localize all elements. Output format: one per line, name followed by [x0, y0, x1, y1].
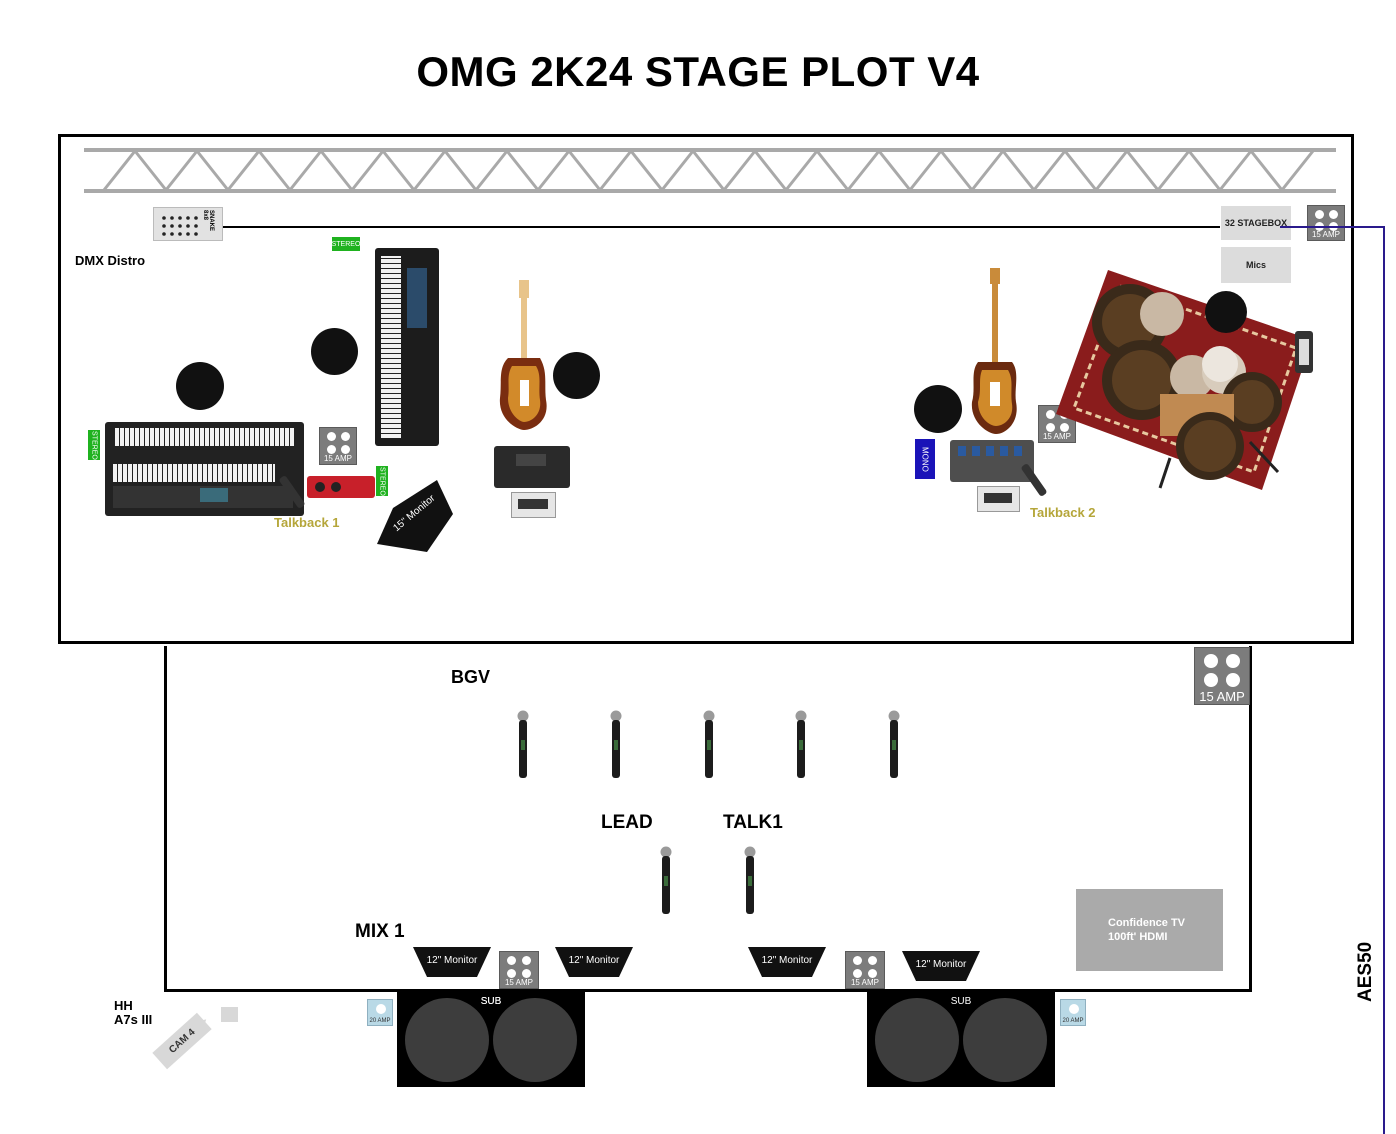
camera-model-label: HH A7s III: [114, 998, 153, 1027]
stagebox: 32 STAGEBOX: [1221, 206, 1291, 240]
drum-throne-icon: [1295, 331, 1313, 373]
aes50-line: [1280, 226, 1385, 1134]
synth-vertical: [375, 248, 439, 446]
confidence-tv: Confidence TV 100ft' HDMI: [1076, 889, 1223, 971]
mics-box: Mics: [1221, 247, 1291, 283]
snake-jacks-icon: [162, 216, 198, 236]
drum-monitor-circle: [1205, 291, 1247, 333]
outlet-15amp-front-right: 15 AMP: [845, 951, 885, 989]
wedge-monitor-3: 12" Monitor: [748, 947, 826, 977]
synth-monitor-circle: [311, 328, 358, 375]
wedge-monitor-4: 12" Monitor: [902, 951, 980, 981]
bass-monitor-circle: [914, 385, 962, 433]
outlet-20amp-left: 20 AMP: [367, 999, 393, 1026]
dmx-distro-label: DMX Distro: [75, 253, 146, 268]
outlet-15amp-thrust: 15 AMP: [1194, 647, 1250, 705]
bass-amp-head: [950, 440, 1034, 482]
bgv-mic-3: [703, 710, 715, 780]
guitar-di-box: [511, 492, 556, 518]
camera-tripod-icon: [221, 1007, 238, 1022]
guitar-monitor-circle: [553, 352, 600, 399]
sub-left: SUB SUB: [397, 992, 585, 1087]
monitor-15-wedge: 15" Monitor: [375, 478, 455, 552]
snake-cable: [222, 226, 1220, 228]
tv-title: Confidence TV: [1108, 917, 1186, 929]
tv-cable: 100ft' HDMI: [1108, 931, 1168, 943]
talkback1-label: Talkback 1: [274, 515, 340, 530]
mono-tag-bass: MONO: [915, 439, 935, 479]
stage-deck: [58, 134, 1354, 644]
snake-label: SNAKE 8x8: [202, 210, 214, 232]
talkback2-label: Talkback 2: [1030, 505, 1096, 520]
keyboard-stack: [105, 422, 304, 516]
talk1-label: TALK1: [723, 812, 783, 833]
bgv-mic-2: [610, 710, 622, 780]
stereo-tag-keys: STEREO: [88, 430, 100, 460]
page-title: OMG 2K24 STAGE PLOT V4: [416, 48, 980, 95]
mix1-label: MIX 1: [355, 921, 405, 942]
outlet-15amp-front-left: 15 AMP: [499, 951, 539, 989]
bass-di-box: [977, 486, 1020, 512]
electric-guitar-icon: [499, 280, 547, 430]
keys-monitor-circle: [176, 362, 224, 410]
drum-kit-icon: [1056, 270, 1312, 490]
guitar-amp-modeler: [494, 446, 570, 488]
talk1-mic: [744, 846, 756, 916]
bgv-mic-1: [517, 710, 529, 780]
outlet-20amp-right: 20 AMP: [1060, 999, 1086, 1026]
lead-mic: [660, 846, 672, 916]
stereo-tag-synth: STEREO: [332, 237, 360, 251]
sub-right: SUB: [867, 992, 1055, 1087]
wedge-monitor-1: 12" Monitor: [413, 947, 491, 977]
outlet-15amp-keys: 15 AMP: [319, 427, 357, 465]
bgv-label: BGV: [451, 667, 491, 687]
truss: [84, 148, 1336, 193]
bgv-mic-5: [888, 710, 900, 780]
wedge-monitor-2: 12" Monitor: [555, 947, 633, 977]
lead-label: LEAD: [601, 812, 653, 833]
aes50-label: AES50: [1355, 941, 1376, 1002]
bass-guitar-icon: [971, 268, 1017, 434]
stereo-tag-interface: STEREO: [376, 466, 388, 496]
audio-interface-keys: [307, 476, 375, 498]
bgv-mic-4: [795, 710, 807, 780]
stage-thrust: [164, 646, 1252, 992]
snake-box: SNAKE 8x8: [153, 207, 223, 241]
